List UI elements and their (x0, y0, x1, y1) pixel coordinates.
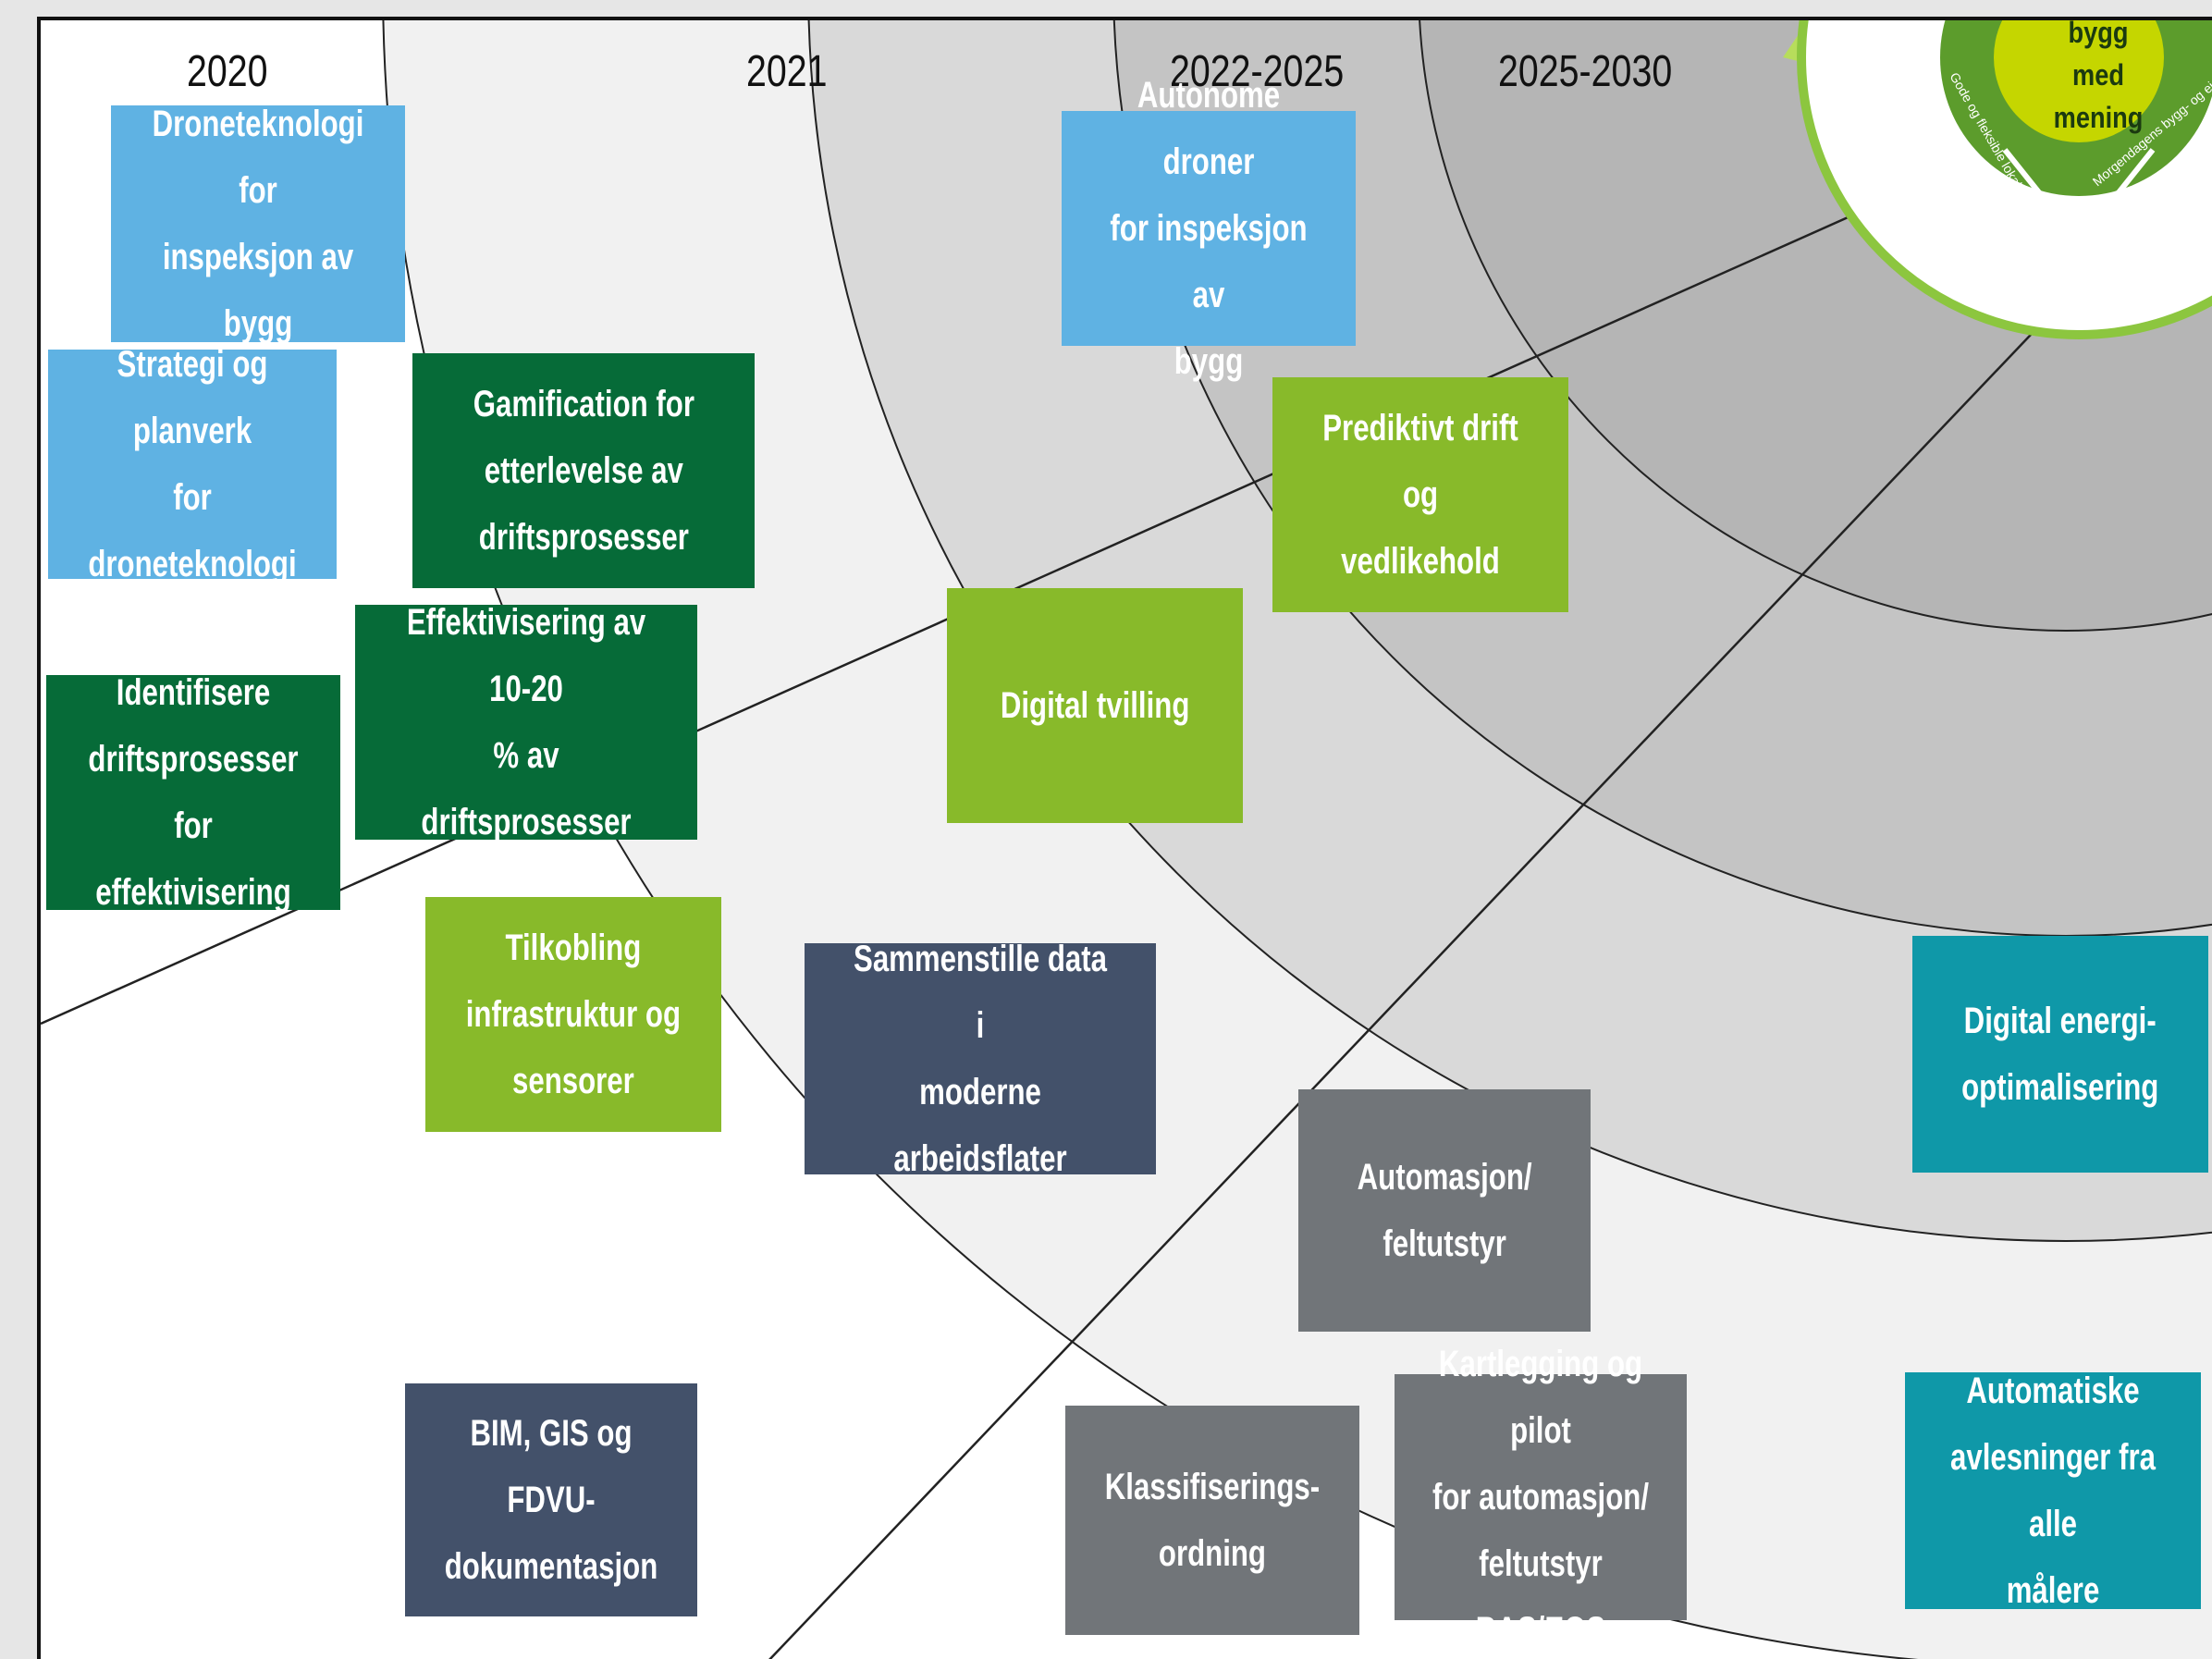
year-label-2020: 2020 (187, 47, 268, 96)
bygg-med-mening-logo: Gode og fleksible lokaler Morgendagens b… (1783, 20, 2212, 339)
box-effektivisering: Effektivisering av 10-20 % av driftspros… (355, 602, 697, 842)
box-sammenstille: Sammenstille data i moderne arbeidsflate… (805, 939, 1156, 1179)
box-digital-energi: Digital energi- optimalisering (1912, 936, 2208, 1173)
box-klassifisering: Klassifiserings- ordning (1065, 1406, 1359, 1635)
box-tilkobling: Tilkobling infrastruktur og sensorer (425, 897, 721, 1132)
logo-center-text: bygg med mening (2053, 17, 2144, 134)
roadmap-diagram: 2020 2021 2022-2025 2025-2030 Dronetekno… (37, 17, 2212, 1659)
year-label-2022-2025: 2022-2025 (1170, 47, 1345, 96)
box-automasjon: Automasjon/ feltutstyr (1298, 1089, 1591, 1332)
box-automatiske: Automatiske avlesninger fra alle målere (1905, 1370, 2201, 1611)
year-label-2025-2030: 2025-2030 (1498, 47, 1673, 96)
divider-line-lower (768, 297, 2067, 1659)
box-bim: BIM, GIS og FDVU- dokumentasjon (405, 1383, 697, 1616)
box-gamification: Gamification for etterlevelse av driftsp… (412, 353, 755, 588)
box-autonome: Autonome droner for inspeksjon av bygg (1062, 75, 1356, 382)
box-prediktivt: Prediktivt drift og vedlikehold (1272, 377, 1568, 612)
box-droneteknologi: Droneteknologi for inspeksjon av bygg (111, 104, 405, 344)
year-label-2021: 2021 (746, 47, 828, 96)
box-digital-tvilling: Digital tvilling (947, 588, 1243, 823)
box-identifisere: Identifisere driftsprosesser for effekti… (46, 672, 340, 913)
box-kartlegging: Kartlegging og pilot for automasjon/ fel… (1395, 1344, 1687, 1651)
box-strategi: Strategi og planverk for droneteknologi (48, 344, 337, 584)
